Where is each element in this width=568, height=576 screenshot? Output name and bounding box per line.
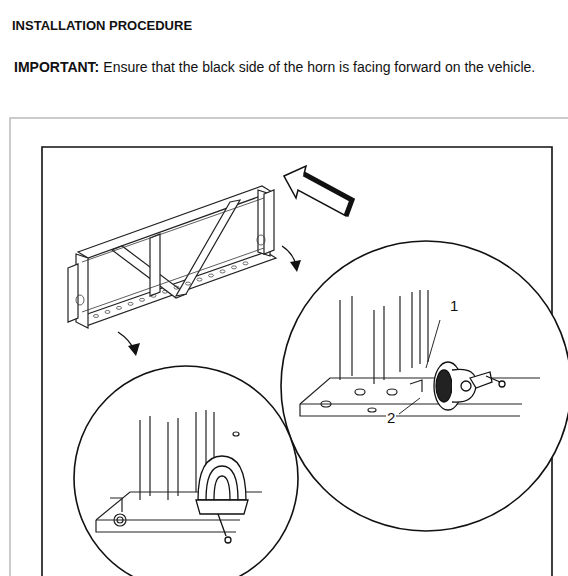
callout-number: 2	[386, 410, 396, 425]
note-keyword: IMPORTANT:	[14, 59, 99, 75]
section-heading: INSTALLATION PROCEDURE	[12, 18, 192, 33]
note-text: Ensure that the black side of the horn i…	[103, 59, 535, 75]
callout-number: 1	[449, 298, 459, 313]
